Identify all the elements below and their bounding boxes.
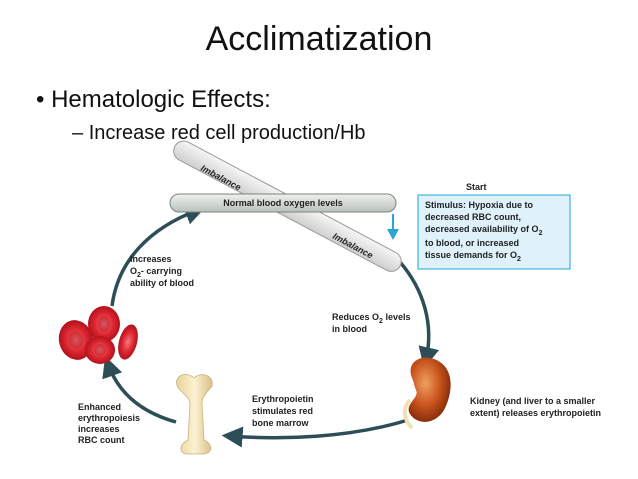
cycle-arrow-bottom [221, 418, 409, 448]
epo-line-2: stimulates red [252, 406, 313, 416]
balance-bar: Normal blood oxygen levels [169, 193, 397, 213]
cycle-arrow-right [398, 260, 440, 369]
epo-line-1: Erythropoietin [252, 394, 314, 404]
stimulus-line-5: tissue demands for O2 [425, 250, 521, 263]
start-label: Start [466, 182, 487, 192]
sub-bullet-text: Increase red cell production/Hb [88, 122, 366, 144]
enhanced-line-4: RBC count [78, 435, 125, 445]
kidney-icon [403, 357, 451, 430]
stimulus-line-3: decreased availability of O2 [425, 224, 543, 237]
cycle-arrow-top-left [110, 204, 206, 307]
cycle-arrow-bottom-left [102, 356, 177, 424]
stimulus-line-4: to blood, or increased [425, 238, 519, 248]
reduces-o2-line-1: Reduces O2 levels [332, 312, 410, 325]
epo-line-3: bone marrow [252, 418, 310, 428]
stimulus-line-1: Stimulus: Hypoxia due to [425, 200, 534, 210]
bullet-item: • Hematologic Effects: [36, 86, 271, 114]
balance-bar-label: Normal blood oxygen levels [223, 198, 343, 208]
enhanced-line-2: erythropoiesis [78, 413, 140, 423]
enhanced-line-1: Enhanced [78, 402, 121, 412]
stimulus-line-2: decreased RBC count, [425, 212, 521, 222]
stimulus-box: Stimulus: Hypoxia due to decreased RBC c… [417, 194, 571, 270]
enhanced-line-3: increases [78, 424, 120, 434]
bone-icon [176, 374, 213, 455]
sub-bullet-dash: – [72, 122, 84, 144]
increases-line-2: O2- carrying [130, 266, 182, 279]
increases-line-1: Increases [130, 254, 172, 264]
increases-line-3: ability of blood [130, 278, 194, 288]
slide-title: Acclimatization [205, 20, 433, 58]
red-blood-cells-icon [58, 306, 138, 364]
kidney-line-2: extent) releases erythropoietin [470, 408, 601, 418]
seesaw-down-arrow [387, 214, 399, 240]
bullet-mark: • [36, 86, 45, 113]
bullet-text: Hematologic Effects: [51, 86, 271, 113]
sub-bullet-item: – Increase red cell production/Hb [72, 122, 366, 145]
kidney-line-1: Kidney (and liver to a smaller [470, 396, 596, 406]
reduces-o2-line-2: in blood [332, 324, 367, 334]
